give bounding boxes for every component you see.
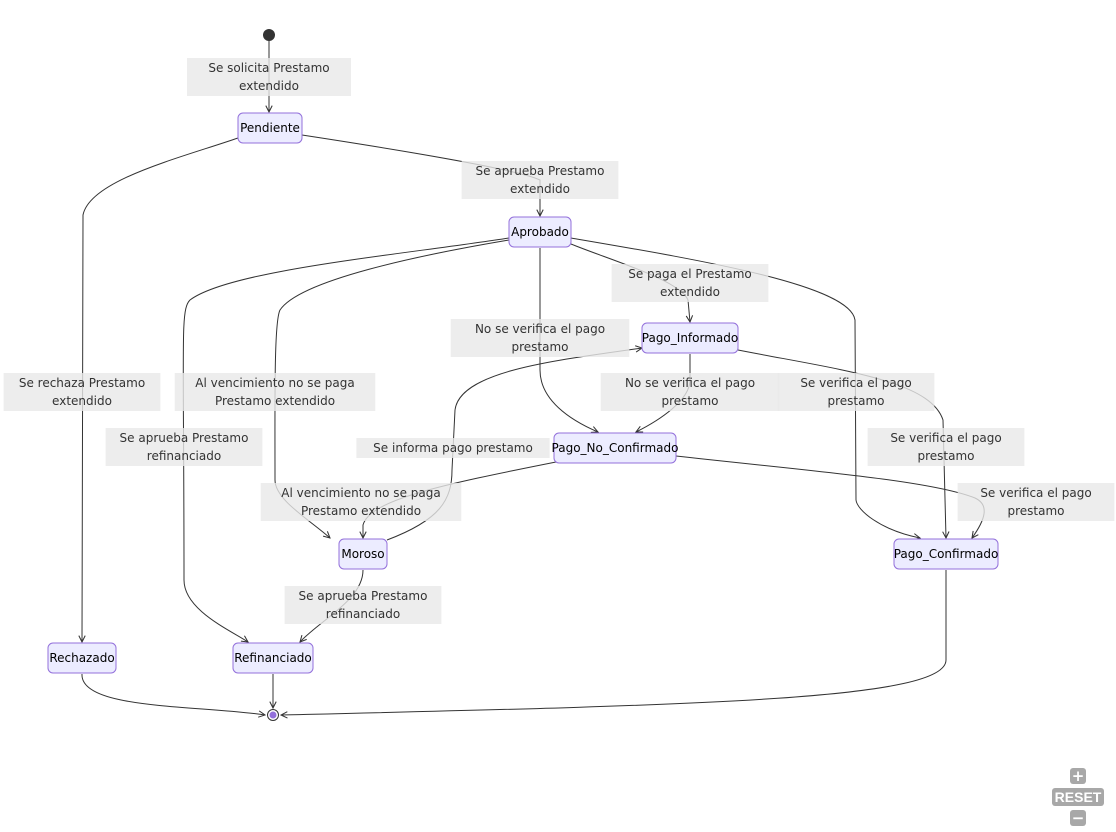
state-box: [237, 112, 303, 144]
transition-label: No se verifica el pago prestamo: [450, 319, 630, 357]
transition-edge: [281, 570, 947, 715]
label-text: extendido: [239, 79, 299, 93]
label-background: [611, 264, 769, 302]
label-background: [284, 586, 442, 624]
label-background: [260, 483, 462, 521]
end-state-inner: [269, 711, 277, 719]
transition-label: No se verifica el pago prestamo: [600, 373, 780, 411]
label-text: Se paga el Prestamo: [628, 267, 752, 281]
label-text: Se aprueba Prestamo: [120, 431, 249, 445]
label-text: Se solicita Prestamo: [208, 61, 329, 75]
state-label: Aprobado: [511, 225, 569, 239]
state-label: Pago_Informado: [642, 331, 738, 345]
transition-label: Se solicita Prestamo extendido: [187, 58, 351, 96]
label-text: No se verifica el pago: [625, 376, 755, 390]
transition-label: Se paga el Prestamo extendido: [611, 264, 769, 302]
reset-button[interactable]: RESET: [1051, 788, 1105, 806]
state-label: Pago_Confirmado: [894, 547, 999, 561]
label-text: prestamo: [661, 394, 718, 408]
transition-label: Se rechaza Prestamo extendido: [3, 373, 161, 411]
label-text: Se verifica el pago: [980, 486, 1091, 500]
label-background: [867, 428, 1025, 466]
state-label: Moroso: [341, 547, 384, 561]
label-background: [174, 373, 376, 411]
state-pendiente[interactable]: Pendiente: [237, 112, 303, 144]
label-background: [777, 373, 935, 411]
state-box: [232, 642, 314, 674]
state-box: [508, 216, 572, 248]
label-background: [187, 58, 351, 96]
state-label: Pago_No_Confirmado: [552, 441, 679, 455]
label-text: prestamo: [1007, 504, 1064, 518]
label-text: prestamo: [511, 340, 568, 354]
state-pago-no-confirmado[interactable]: Pago_No_Confirmado: [552, 432, 679, 464]
label-text: Al vencimiento no se paga: [281, 486, 440, 500]
transition-label: Se verifica el pago prestamo: [867, 428, 1025, 466]
state-moroso[interactable]: Moroso: [338, 538, 388, 570]
transition-edge: [570, 237, 920, 538]
label-text: Se informa pago prestamo: [373, 441, 533, 455]
zoom-controls: + RESET −: [1048, 768, 1108, 826]
label-text: extendido: [660, 285, 720, 299]
label-text: Se verifica el pago: [890, 431, 1001, 445]
label-text: Al vencimiento no se paga: [195, 376, 354, 390]
state-label: Rechazado: [49, 651, 114, 665]
zoom-in-button[interactable]: +: [1070, 767, 1086, 785]
zoom-out-button[interactable]: −: [1070, 809, 1086, 827]
label-text: No se verifica el pago: [475, 322, 605, 336]
transition-label: Se aprueba Prestamo refinanciado: [284, 586, 442, 624]
label-text: prestamo: [827, 394, 884, 408]
state-box: [893, 538, 999, 570]
transition-edge: [182, 237, 510, 642]
state-box: [47, 642, 117, 674]
state-refinanciado[interactable]: Refinanciado: [232, 642, 314, 674]
transition-edge: [81, 673, 265, 715]
state-aprobado[interactable]: Aprobado: [508, 216, 572, 248]
label-text: prestamo: [917, 449, 974, 463]
label-text: extendido: [510, 182, 570, 196]
state-rechazado[interactable]: Rechazado: [47, 642, 117, 674]
label-background: [3, 373, 161, 411]
state-box: [338, 538, 388, 570]
label-text: Prestamo extendido: [215, 394, 335, 408]
label-text: Se verifica el pago: [800, 376, 911, 390]
state-label: Refinanciado: [234, 651, 312, 665]
transition-label: Se verifica el pago prestamo: [777, 373, 935, 411]
transition-edge: [675, 455, 985, 538]
state-box: [641, 322, 739, 354]
label-background: [105, 428, 263, 466]
label-background: [600, 373, 780, 411]
label-text: Se rechaza Prestamo: [19, 376, 145, 390]
label-text: refinanciado: [147, 449, 221, 463]
state-box: [553, 432, 677, 464]
label-text: Prestamo extendido: [301, 504, 421, 518]
label-text: extendido: [52, 394, 112, 408]
transition-label: Se informa pago prestamo: [356, 438, 550, 458]
state-pago-informado[interactable]: Pago_Informado: [641, 322, 739, 354]
label-background: [356, 438, 550, 458]
label-background: [461, 161, 619, 199]
label-text: Se aprueba Prestamo: [299, 589, 428, 603]
transition-label: Se verifica el pago prestamo: [957, 483, 1115, 521]
state-label: Pendiente: [240, 121, 300, 135]
label-background: [957, 483, 1115, 521]
transition-label: Se aprueba Prestamo refinanciado: [105, 428, 263, 466]
label-background: [450, 319, 630, 357]
transition-edge: [82, 137, 239, 642]
start-state-icon: [263, 29, 275, 41]
label-text: Se aprueba Prestamo: [476, 164, 605, 178]
label-text: refinanciado: [326, 607, 400, 621]
transition-label: Se aprueba Prestamo extendido: [461, 161, 619, 199]
transition-edge: [539, 248, 598, 432]
state-pago-confirmado[interactable]: Pago_Confirmado: [893, 538, 999, 570]
